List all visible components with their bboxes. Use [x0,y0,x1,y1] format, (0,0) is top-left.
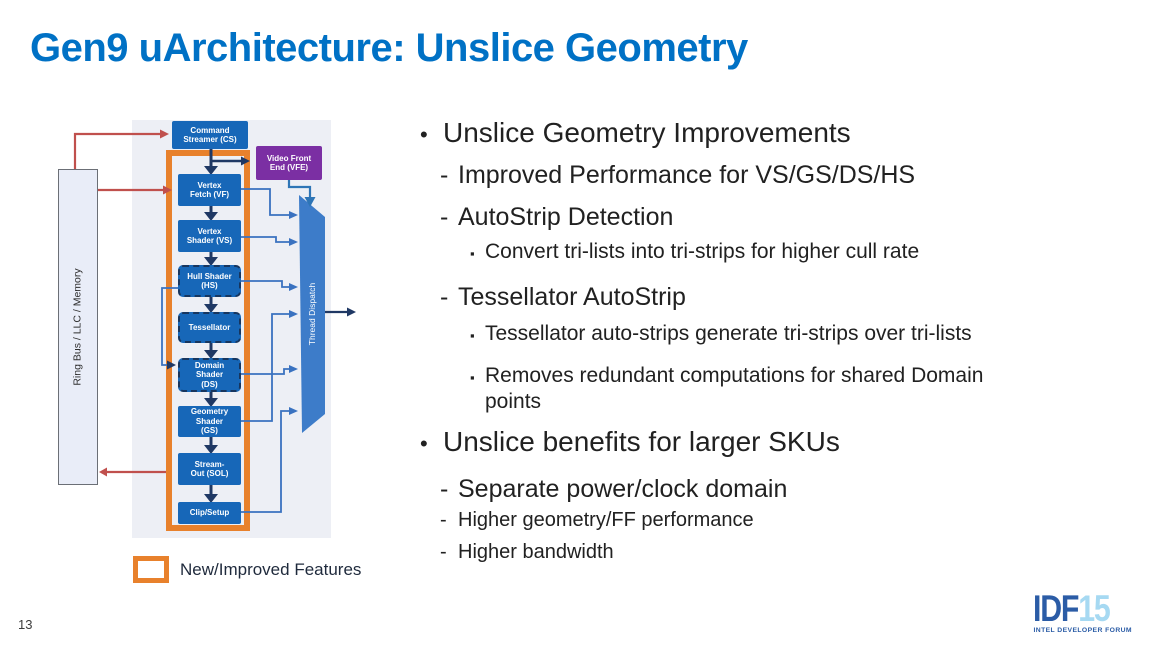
bullet-marker: - [440,161,449,189]
block-command-streamer: Command Streamer (CS) [172,121,248,149]
idf15-logo: IDF15 INTEL DEVELOPER FORUM [1033,588,1132,634]
bullet-item: -Higher bandwidth [440,541,614,563]
thread-dispatch-block: Thread Dispatch [299,195,325,433]
page-number: 13 [18,617,33,632]
legend: New/Improved Features [133,556,361,583]
thread-dispatch-label: Thread Dispatch [307,282,317,346]
block-hull-shader: Hull Shader (HS) [178,265,241,297]
block-domain-shader: Domain Shader (DS) [178,358,241,392]
legend-orange-box [133,556,169,583]
bullet-item: -Higher geometry/FF performance [440,509,754,531]
bullet-item: -Improved Performance for VS/GS/DS/HS [440,161,916,189]
bullet-marker: • [420,431,428,456]
idf15-logo-text: IDF15 [1033,588,1111,629]
bullet-item: ▪Tessellator auto-strips generate tri-st… [420,321,1112,349]
bullet-marker: - [440,475,449,503]
block-video-front-end: Video Front End (VFE) [256,146,322,180]
bullet-list: •Unslice Geometry Improvements -Improved… [420,116,1112,565]
bullet-item: ▪Removes redundant computations for shar… [470,364,984,413]
bullet-marker: - [440,509,447,531]
block-geometry-shader: Geometry Shader (GS) [178,406,241,437]
page-title: Gen9 uArchitecture: Unslice Geometry [30,26,748,70]
bullet-marker: - [440,283,449,311]
block-stream-out: Stream- Out (SOL) [178,453,241,485]
bullet-marker: - [440,203,449,231]
bullet-item: -AutoStrip Detection [440,203,674,231]
bullet-marker: • [420,122,428,147]
block-vertex-shader: Vertex Shader (VS) [178,220,241,252]
bullet-item: •Unslice Geometry Improvements [420,116,1112,152]
ring-bus-block: Ring Bus / LLC / Memory [58,169,98,485]
bullet-marker: ▪ [470,246,475,261]
bullet-item: -Separate power/clock domain [440,475,788,503]
bullet-marker: - [440,541,447,563]
legend-label: New/Improved Features [180,559,362,579]
idf-logo-subtitle: INTEL DEVELOPER FORUM [1033,627,1132,634]
block-vertex-fetch: Vertex Fetch (VF) [178,174,241,206]
bullet-item: ▪Convert tri-lists into tri-strips for h… [420,239,1112,267]
block-tessellator: Tessellator [178,312,241,343]
ring-bus-label: Ring Bus / LLC / Memory [72,268,85,386]
bullet-item: •Unslice benefits for larger SKUs [420,425,1112,461]
block-clip-setup: Clip/Setup [178,502,241,524]
bullet-marker: ▪ [470,370,475,385]
bullet-item: -Tessellator AutoStrip [440,283,686,311]
bullet-marker: ▪ [470,328,475,343]
